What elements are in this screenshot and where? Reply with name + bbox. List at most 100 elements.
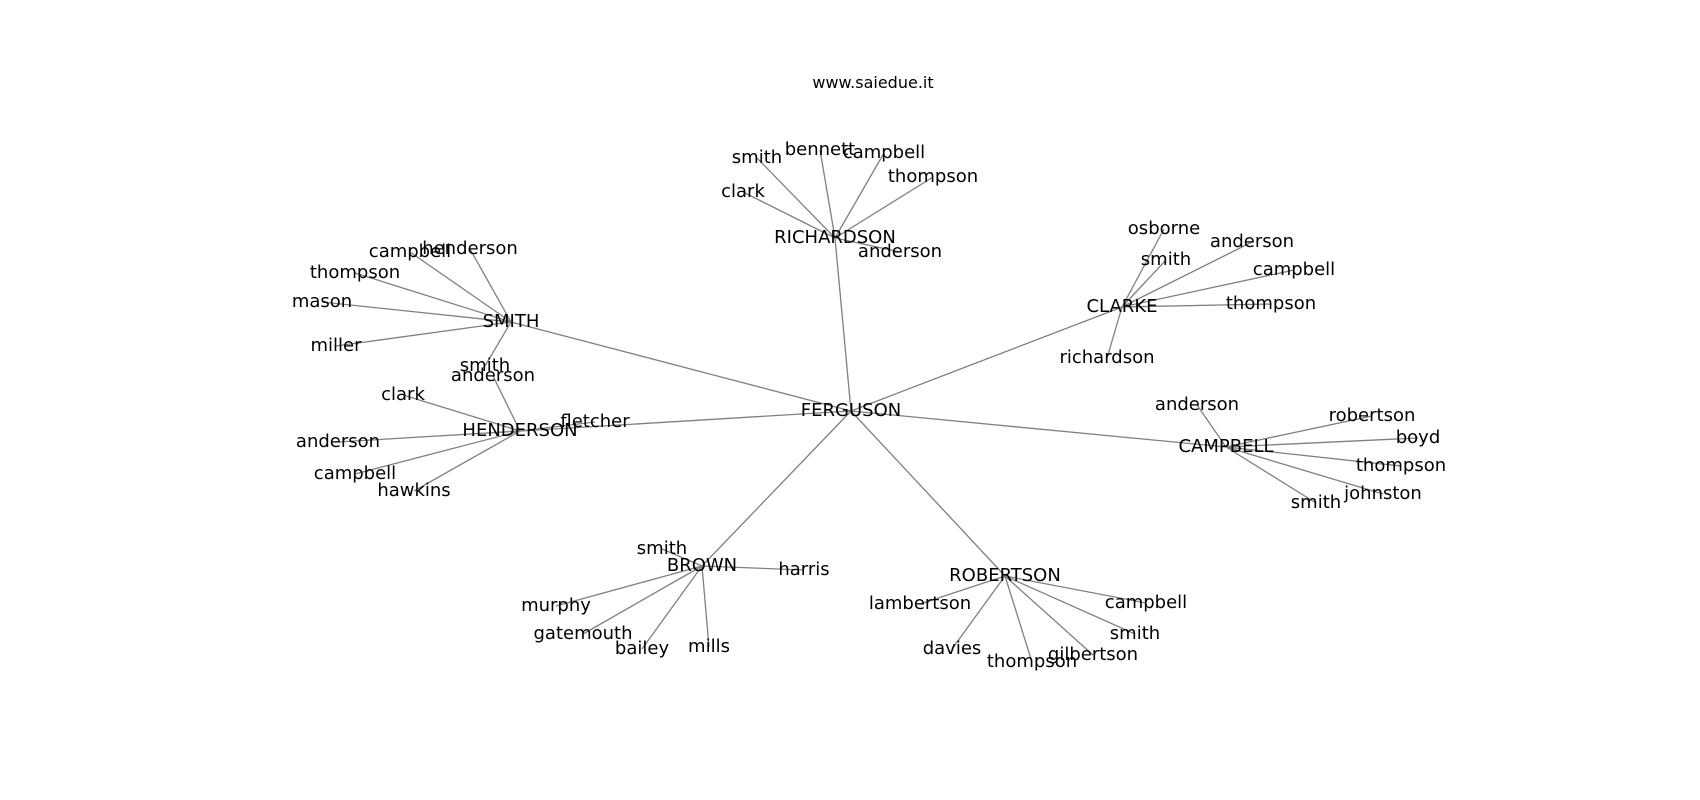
edge-group-3-child-1 xyxy=(1121,241,1253,308)
child-node-label: gatemouth xyxy=(533,623,632,644)
group-node-label: BROWN xyxy=(667,555,737,576)
edge-group-6-child-3 xyxy=(951,575,1006,650)
edge-group-3-child-5 xyxy=(1106,306,1123,359)
edge-group-0-child-5 xyxy=(834,237,901,253)
edge-root-to-group-6 xyxy=(850,410,1006,577)
edge-group-5-child-5 xyxy=(701,565,710,648)
child-node-label: murphy xyxy=(521,595,591,616)
edge-group-2-child-3 xyxy=(354,430,521,475)
child-node-label: anderson xyxy=(858,241,942,262)
edge-group-6-child-2 xyxy=(1004,575,1136,635)
edge-group-0-child-3 xyxy=(834,176,934,239)
edge-group-5-child-1 xyxy=(701,565,805,571)
edge-group-3-child-0 xyxy=(1121,228,1165,308)
child-node-label: campbell xyxy=(1105,592,1187,613)
child-node-label: clark xyxy=(381,384,425,405)
child-node-label: johnston xyxy=(1343,483,1422,504)
group-node-label: CLARKE xyxy=(1086,296,1157,317)
edge-group-6-child-0 xyxy=(919,575,1006,605)
child-node-label: davies xyxy=(923,638,982,659)
edge-root-to-group-0 xyxy=(834,237,852,412)
child-node-label: smith xyxy=(1141,249,1191,270)
child-node-label: thompson xyxy=(888,166,978,187)
child-node-label: anderson xyxy=(1155,394,1239,415)
child-node-label: fletcher xyxy=(560,411,630,432)
group-node-label: RICHARDSON xyxy=(774,227,896,248)
child-node-label: smith xyxy=(1291,492,1341,513)
child-node-label: anderson xyxy=(451,365,535,386)
child-node-label: smith xyxy=(637,538,687,559)
edge-group-6-child-4 xyxy=(1004,575,1033,663)
child-node-label: henderson xyxy=(422,238,518,259)
child-node-label: richardson xyxy=(1059,347,1154,368)
edge-group-1-child-3 xyxy=(321,301,512,323)
group-node-label: CAMPBELL xyxy=(1178,436,1273,457)
child-node-label: bennett xyxy=(785,139,856,160)
edge-group-4-child-1 xyxy=(1225,415,1373,448)
child-node-label: smith xyxy=(732,147,782,168)
edge-group-0-child-0 xyxy=(756,157,836,239)
edge-root-to-group-1 xyxy=(510,321,852,412)
edge-group-2-child-0 xyxy=(492,375,521,432)
edge-group-2-child-4 xyxy=(413,430,521,492)
child-node-label: boyd xyxy=(1396,427,1441,448)
edge-group-1-child-2 xyxy=(354,272,512,323)
edge-group-6-child-1 xyxy=(1004,575,1147,604)
child-node-label: thompson xyxy=(987,651,1077,672)
edge-group-2-child-5 xyxy=(519,421,596,432)
edges-layer xyxy=(321,149,1419,663)
child-node-label: osborne xyxy=(1128,218,1200,239)
edge-group-0-child-4 xyxy=(742,191,836,239)
child-node-label: mills xyxy=(688,636,730,657)
edge-group-2-child-1 xyxy=(402,394,521,432)
child-node-label: mason xyxy=(292,291,352,312)
edge-group-3-child-3 xyxy=(1121,269,1295,308)
child-node-label: campbell xyxy=(843,142,925,163)
edge-group-4-child-3 xyxy=(1225,446,1402,467)
edge-group-0-child-1 xyxy=(819,149,836,239)
root-node-label: FERGUSON xyxy=(801,400,901,421)
child-node-label: harris xyxy=(778,559,829,580)
child-node-label: campbell xyxy=(314,463,396,484)
child-node-label: smith xyxy=(460,355,510,376)
edge-root-to-group-3 xyxy=(850,306,1123,412)
edge-group-4-child-5 xyxy=(1225,446,1317,504)
edge-group-6-child-5 xyxy=(1004,575,1094,656)
child-node-label: miller xyxy=(310,335,362,356)
group-node-label: ROBERTSON xyxy=(949,565,1061,586)
edge-group-5-child-3 xyxy=(582,565,703,635)
child-node-label: anderson xyxy=(296,431,380,452)
child-node-label: robertson xyxy=(1329,405,1416,426)
edge-group-4-child-2 xyxy=(1225,437,1419,448)
child-node-label: campbell xyxy=(369,241,451,262)
child-node-label: gilbertson xyxy=(1048,644,1138,665)
diagram-title: www.saiedue.it xyxy=(812,73,933,92)
edge-group-4-child-4 xyxy=(1225,446,1384,495)
edge-root-to-group-2 xyxy=(519,410,852,432)
group-node-label: SMITH xyxy=(483,311,540,332)
child-node-label: lambertson xyxy=(869,593,971,614)
edge-group-1-child-5 xyxy=(484,321,512,367)
child-node-label: clark xyxy=(721,181,765,202)
child-node-label: hawkins xyxy=(377,480,450,501)
edge-group-5-child-0 xyxy=(661,548,703,567)
edge-group-1-child-4 xyxy=(335,321,512,347)
edge-group-5-child-4 xyxy=(641,565,703,650)
edge-group-3-child-4 xyxy=(1121,303,1272,308)
edge-group-0-child-2 xyxy=(834,152,885,239)
child-node-label: thompson xyxy=(1356,455,1446,476)
child-node-label: thompson xyxy=(310,262,400,283)
edge-group-2-child-2 xyxy=(337,430,521,443)
child-node-label: smith xyxy=(1110,623,1160,644)
child-node-label: anderson xyxy=(1210,231,1294,252)
edge-root-to-group-5 xyxy=(701,410,852,567)
edge-group-1-child-1 xyxy=(469,248,512,323)
child-node-label: bailey xyxy=(615,638,670,659)
group-node-label: HENDERSON xyxy=(462,420,577,441)
child-node-label: campbell xyxy=(1253,259,1335,280)
edge-root-to-group-4 xyxy=(850,410,1227,448)
edge-group-4-child-0 xyxy=(1196,404,1227,448)
edge-group-3-child-2 xyxy=(1121,259,1167,308)
